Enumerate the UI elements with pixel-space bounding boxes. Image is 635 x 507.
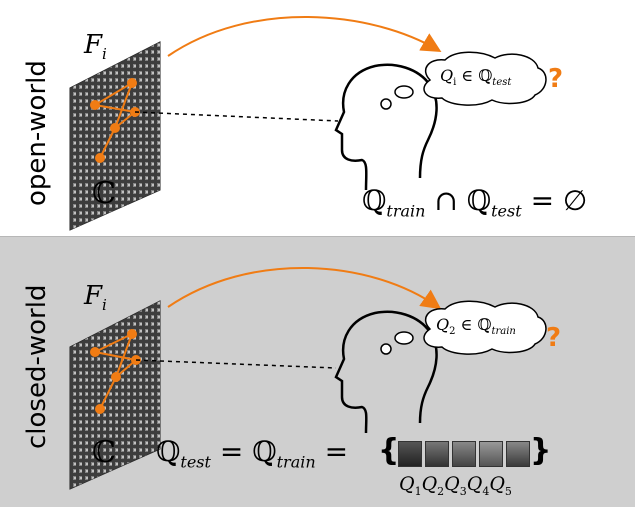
thought-dot-small [380, 343, 392, 355]
brace-close: } [530, 433, 552, 468]
eq-empty: = ∅ [530, 184, 588, 217]
disjoint-equation: ℚtrain ∩ ℚtest = ∅ [362, 184, 587, 221]
closed-world-panel: closed-world Fi ℂ Q2 ∈ ℚtrain ? ℚtest = … [0, 236, 635, 507]
face-labels: Q1Q2Q3Q4Q5 [399, 473, 512, 498]
dashed-link [134, 111, 339, 122]
open-world-panel: open-world Fi ℂ Qi ∈ ℚtest ? ℚtrain ∩ ℚt… [0, 0, 635, 232]
eq-train-sub: train [276, 452, 316, 472]
head-silhouette [334, 310, 438, 434]
feature-subscript: i [102, 45, 107, 64]
face-thumbnail-3 [452, 441, 476, 467]
face-thumbnails [398, 441, 530, 467]
brace-open: { [378, 433, 400, 468]
face-label-2: Q [421, 473, 438, 495]
feature-symbol: Fi [84, 281, 107, 314]
feature-subscript: i [102, 296, 107, 315]
eq-intersection: ∩ ℚ [434, 184, 492, 217]
face-mosaic-texture [70, 42, 160, 230]
face-thumbnail-1 [398, 441, 422, 467]
query-arrow [167, 267, 442, 310]
feature-letter: F [84, 281, 103, 311]
face-label-5: Q [489, 473, 505, 495]
thought-relation: ∈ ℚ [461, 66, 493, 85]
eq-equals: = [324, 435, 349, 468]
face-label-3: Q [444, 473, 460, 495]
thought-dot-medium [394, 331, 414, 345]
corpus-symbol: ℂ [92, 435, 116, 470]
closed-world-graphics [69, 267, 547, 490]
eq-train-sub: train [386, 201, 426, 221]
open-world-graphics [69, 16, 547, 231]
face-label-1: Q [399, 473, 415, 495]
thought-cloud [423, 51, 547, 106]
face-thumbnail-4 [479, 441, 503, 467]
eq-test-sub: test [491, 201, 522, 221]
feature-symbol: Fi [84, 30, 107, 63]
face-sub-4: 4 [482, 484, 490, 498]
face-sub-2: 2 [437, 484, 445, 498]
eq-train-set: ℚ [362, 184, 387, 217]
open-world-label: open-world [22, 60, 52, 206]
thought-dot-medium [394, 85, 414, 99]
face-label-4: Q [466, 473, 483, 495]
face-sub-5: 5 [504, 484, 512, 498]
head-silhouette [334, 63, 438, 191]
face-sub-1: 1 [414, 484, 422, 498]
question-mark: ? [546, 323, 562, 353]
thought-text: Q2 ∈ ℚtrain [436, 315, 516, 337]
dashed-link [135, 359, 337, 369]
thought-set-sub: test [492, 77, 512, 89]
eq-test-sub: test [180, 452, 211, 472]
eq-test-set: ℚ [156, 435, 181, 468]
face-sub-3: 3 [459, 484, 467, 498]
face-thumbnail-5 [506, 441, 530, 467]
face-thumbnail-2 [425, 441, 449, 467]
thought-dot-small [380, 98, 392, 110]
thought-query-sub: i [453, 77, 457, 89]
thought-cloud [423, 300, 547, 355]
equality-equation: ℚtest = ℚtrain = [156, 435, 348, 472]
thought-query: Q [440, 66, 454, 85]
query-arrow [167, 16, 442, 57]
feature-letter: F [84, 30, 103, 60]
thought-query: Q [436, 315, 450, 334]
corpus-symbol: ℂ [92, 176, 116, 211]
question-mark: ? [548, 64, 564, 94]
feature-graph [90, 329, 141, 414]
closed-world-label: closed-world [22, 284, 52, 449]
thought-relation: ∈ ℚ [460, 315, 492, 334]
thought-set-sub: train [491, 326, 516, 338]
eq-train-set: = ℚ [219, 435, 277, 468]
thought-query-sub: 2 [449, 326, 456, 338]
thought-text: Qi ∈ ℚtest [440, 66, 511, 88]
